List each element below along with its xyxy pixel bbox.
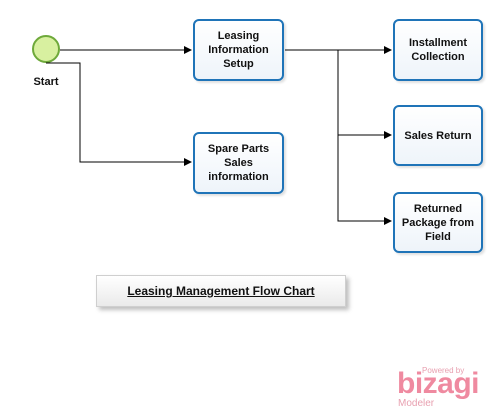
diagram-title-box: Leasing Management Flow Chart: [96, 275, 346, 307]
task-label: Returned Package from Field: [401, 202, 475, 243]
task-label: Leasing Information Setup: [208, 30, 269, 70]
powered-by-label: Powered by: [422, 366, 465, 375]
task-label: Sales Return: [404, 129, 472, 142]
diagram-title: Leasing Management Flow Chart: [127, 284, 315, 298]
flow-start-to-spare: [46, 62, 192, 166]
task-spare-parts-sales-information[interactable]: Spare Parts Sales information: [193, 132, 284, 194]
flow-leasing-to-sales-return: [285, 49, 392, 139]
task-label: Spare Parts Sales information: [207, 143, 270, 183]
start-event-circle[interactable]: [32, 35, 60, 63]
task-label: Installment Collection: [408, 37, 468, 63]
task-installment-collection[interactable]: Installment Collection: [393, 19, 483, 81]
bizagi-logo: bizagi: [397, 367, 480, 400]
task-sales-return[interactable]: Sales Return: [393, 105, 483, 166]
start-event-label: Start: [33, 76, 59, 88]
modeler-label: Modeler: [398, 398, 435, 409]
task-returned-package-from-field[interactable]: Returned Package from Field: [393, 192, 483, 253]
task-leasing-information-setup[interactable]: Leasing Information Setup: [193, 19, 284, 81]
flow-leasing-to-returned-package: [337, 135, 392, 225]
